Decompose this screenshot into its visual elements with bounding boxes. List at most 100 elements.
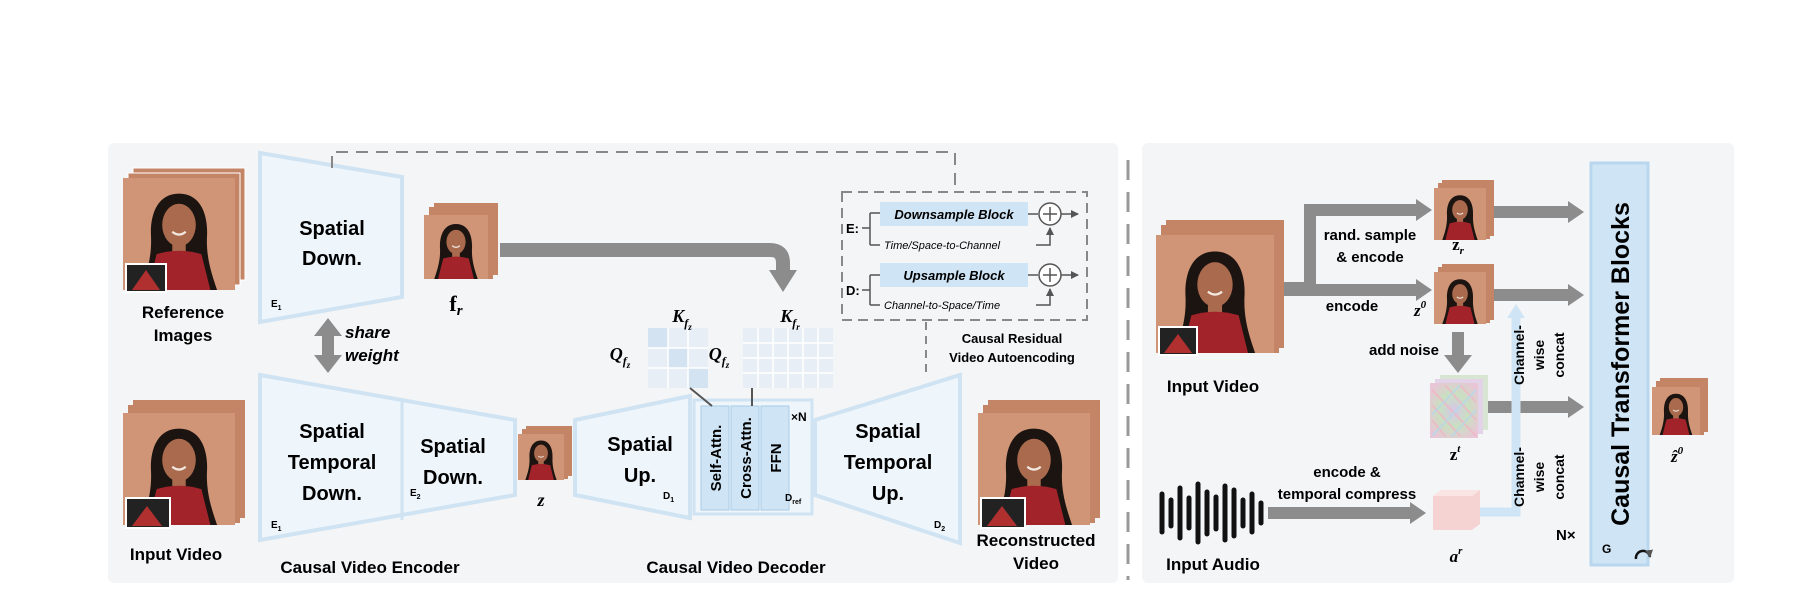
residual-e-prefix: E: bbox=[846, 221, 859, 236]
audio-latent-to-transformer-path bbox=[1480, 316, 1521, 517]
q-fz2-label: Qfz bbox=[709, 344, 730, 370]
qkfz-to-selfattn-line bbox=[689, 387, 713, 407]
residual-d-prefix: D: bbox=[846, 283, 860, 298]
zt-to-transformer-arrowhead bbox=[1568, 396, 1584, 418]
downsample-block-label: Downsample Block bbox=[894, 207, 1014, 222]
d2-label: D2 bbox=[934, 520, 945, 533]
causal-transformer-label: Causal Transformer Blocks bbox=[1607, 202, 1635, 526]
input-to-z0-arrowhead bbox=[1416, 279, 1432, 301]
audio-latent-top bbox=[1433, 490, 1480, 496]
causal-transformer-blocks bbox=[1589, 161, 1650, 567]
k-fz-label: Kfz bbox=[671, 306, 692, 332]
add-noise-arrow-shaft bbox=[1452, 332, 1464, 356]
d-branch-lines bbox=[862, 274, 880, 306]
fr-to-kfr-arrowhead bbox=[769, 270, 797, 292]
dref-label: Dref bbox=[785, 493, 802, 506]
audio-latent-block bbox=[1433, 490, 1480, 530]
self-attn-block bbox=[700, 405, 730, 511]
input-video-right-stack bbox=[1156, 220, 1284, 356]
d-residual-path bbox=[1036, 288, 1054, 306]
z0-label: z0 bbox=[1413, 299, 1427, 320]
z0-to-transformer-arrowhead bbox=[1568, 284, 1584, 306]
self-attn-label: Self-Attn. bbox=[708, 425, 725, 492]
input-video-left-stack bbox=[123, 400, 245, 529]
z-label: z bbox=[536, 490, 544, 510]
time-space-to-channel-label: Time/Space-to-Channel bbox=[884, 240, 1001, 252]
q-fz-label: Qfz bbox=[610, 344, 631, 370]
channel-to-space-time-label: Channel-to-Space/Time bbox=[884, 300, 1000, 312]
input-audio-label: Input Audio bbox=[1166, 555, 1260, 574]
e-branch-lines bbox=[862, 212, 880, 246]
g-label: G bbox=[1602, 542, 1611, 556]
zr-label: zr bbox=[1452, 235, 1465, 257]
e1-label-bottom: E1 bbox=[271, 520, 282, 533]
e1-label-top: E1 bbox=[271, 299, 282, 312]
dashed-skip-line bbox=[331, 151, 956, 190]
encode-temporal-label: encode &temporal compress bbox=[1278, 464, 1416, 503]
d-plus-sign bbox=[1043, 268, 1057, 282]
spatial-temporal-down-encoder bbox=[258, 372, 517, 543]
input-video-left-label: Input Video bbox=[130, 545, 222, 564]
upsample-block bbox=[880, 263, 1028, 287]
fr-to-kfr-arrow bbox=[500, 243, 790, 272]
fr-feature-stack bbox=[424, 203, 498, 280]
loop-icon bbox=[1634, 549, 1653, 560]
a-r-label: ar bbox=[1450, 545, 1464, 566]
residual-box bbox=[841, 191, 1088, 321]
right-panel bbox=[1142, 143, 1734, 583]
input-video-right-label: Input Video bbox=[1167, 377, 1259, 396]
reference-images-stack bbox=[123, 167, 246, 293]
fr-label: fr bbox=[449, 291, 462, 319]
spatial-down-top-encoder bbox=[258, 150, 404, 325]
input-to-zr-arrowhead bbox=[1416, 199, 1432, 221]
q-kfz-grid bbox=[648, 328, 708, 388]
zt-noisy-latent bbox=[1430, 375, 1488, 438]
zt-label: zt bbox=[1450, 443, 1462, 464]
share-weight-arrow bbox=[314, 318, 342, 373]
z0-hat-output-stack bbox=[1652, 378, 1708, 436]
e-residual-path bbox=[1036, 227, 1054, 246]
audio-to-latent-arrowhead bbox=[1410, 502, 1426, 524]
causal-video-encoder-label: Causal Video Encoder bbox=[280, 558, 460, 577]
add-noise-arrowhead bbox=[1444, 355, 1472, 373]
downsample-block bbox=[880, 202, 1028, 226]
cross-attn-block bbox=[730, 405, 760, 511]
upsample-block-label: Upsample Block bbox=[903, 268, 1005, 283]
ffn-block bbox=[760, 405, 790, 511]
zr-latent-stack bbox=[1434, 180, 1494, 241]
spatial-up-decoder bbox=[573, 393, 692, 521]
z0-latent-stack bbox=[1434, 264, 1494, 325]
z-latent-stack bbox=[518, 426, 572, 481]
audio-latent-to-transformer-arrowhead bbox=[1507, 304, 1525, 318]
n-times-label: N× bbox=[1556, 527, 1576, 544]
audio-waveform bbox=[1159, 481, 1264, 545]
zr-to-transformer-arrowhead bbox=[1568, 201, 1584, 223]
z0-hat-label: ẑ0 bbox=[1670, 445, 1684, 466]
add-noise-label: add noise bbox=[1369, 342, 1439, 359]
e2-label: E2 bbox=[410, 488, 421, 501]
k-fr-label: Kfr bbox=[779, 306, 800, 332]
reconstructed-video-stack bbox=[978, 400, 1100, 529]
spatial-temporal-up-decoder bbox=[813, 372, 962, 546]
cross-attn-label: Cross-Attn. bbox=[738, 417, 755, 499]
e-plus-sign bbox=[1043, 207, 1057, 221]
d1-label: D1 bbox=[663, 491, 674, 504]
ffn-label: FFN bbox=[768, 443, 785, 472]
q-kfr-grid bbox=[743, 328, 833, 388]
times-n-label: ×N bbox=[791, 410, 807, 424]
causal-video-decoder-label: Causal Video Decoder bbox=[646, 558, 826, 577]
encode-label: encode bbox=[1326, 298, 1379, 315]
rand-sample-label: rand. sample& encode bbox=[1324, 227, 1417, 266]
